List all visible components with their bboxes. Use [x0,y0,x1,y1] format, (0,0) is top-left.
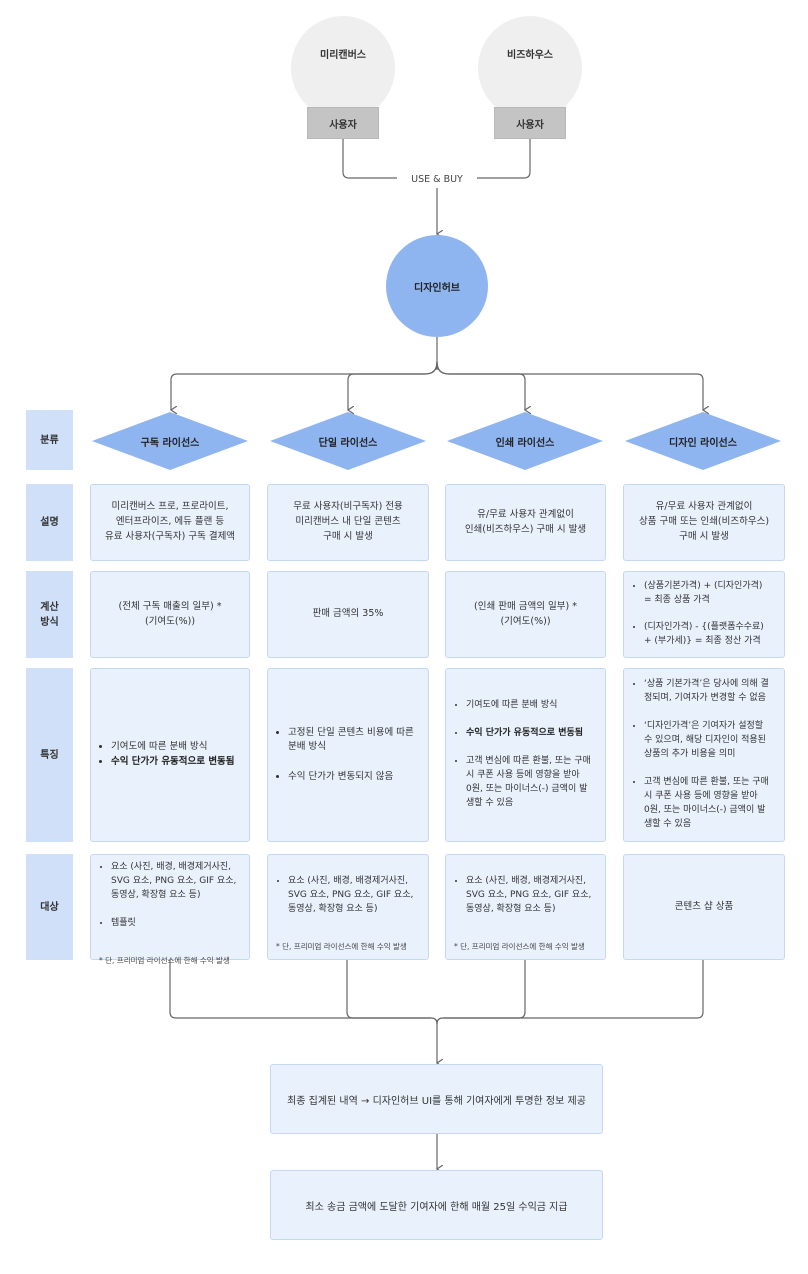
calc-design-item: (상품기본가격) + (디자인가격) = 최종 상품 가격 [644,580,776,608]
diamond-single-license: 단일 라이선스 [270,412,426,470]
feature-item: 수익 단가가 유동적으로 변동됨 [466,727,597,741]
converge-1 [169,960,438,1025]
premium-note: * 단, 프리미엄 라이선스에 한해 수익 발생 [99,955,230,965]
user-circle-bizhows: 비즈하우스 [478,16,582,120]
row-label-target: 대상 [26,854,73,960]
calc-print: (인쇄 판매 금액의 일부) * (기여도(%)) [445,571,606,658]
target-design: 콘텐츠 샵 상품 [623,854,785,960]
user-circle-miricanvas: 미리캔버스 [291,16,395,120]
features-single: 고정된 단일 콘텐츠 비용에 따른 분배 방식 수익 단가가 변동되지 않음 [267,668,429,842]
converge-2 [346,960,431,1019]
feature-item-bold: 수익 단가가 유동적으로 변동됨 [466,728,584,739]
description-design: 유/무료 사용자 관계없이 상품 구매 또는 인쇄(비즈하우스) 구매 시 발생 [623,484,785,561]
user-tag-bizhows: 사용자 [494,107,566,139]
license-name-print: 인쇄 라이선스 [495,437,555,449]
features-print: 기여도에 따른 분배 방식 수익 단가가 유동적으로 변동됨 고객 변심에 따른… [445,668,606,842]
step-transparent-info: 최종 집계된 내역 → 디자인허브 UI를 통해 기여자에게 투명한 정보 제공 [270,1064,603,1134]
target-item: 요소 (사진, 배경, 배경제거사진, SVG 요소, PNG 요소, GIF … [466,875,597,917]
user1-connector [342,139,410,179]
feature-item: 고객 변심에 따른 환불, 또는 구매 시 쿠폰 사용 등에 영향을 받아 0원… [644,776,776,832]
feature-item: 고정된 단일 콘텐츠 비용에 따른 분배 방식 [288,726,420,755]
branch-4 [436,361,703,410]
feature-item: ‘상품 기본가격’은 당사에 의해 결 정되며, 기여자가 변경할 수 없음 [644,678,776,706]
feature-item: 기여도에 따른 분배 방식 [111,740,241,755]
target-single: 요소 (사진, 배경, 배경제거사진, SVG 요소, PNG 요소, GIF … [267,854,429,960]
row-label-calc: 계산 방식 [26,571,73,658]
license-name-subscription: 구독 라이선스 [140,437,200,449]
row-label-category: 분류 [26,410,73,470]
user-name-bizhows: 비즈하우스 [507,49,553,61]
feature-item-bold: 수익 단가가 유동적으로 변동됨 [111,756,235,767]
premium-note: * 단, 프리미엄 라이선스에 한해 수익 발생 [276,942,407,952]
license-name-single: 단일 라이선스 [318,437,378,449]
calc-subscription: (전체 구독 매출의 일부) * (기여도(%)) [90,571,250,658]
diamond-design-license: 디자인 라이선스 [625,412,781,470]
features-design: ‘상품 기본가격’은 당사에 의해 결 정되며, 기여자가 변경할 수 없음 ‘… [623,668,785,842]
diamond-print-license: 인쇄 라이선스 [447,412,603,470]
user2-connector [466,139,531,179]
description-print: 유/무료 사용자 관계없이 인쇄(비즈하우스) 구매 시 발생 [445,484,606,561]
design-hub-node: 디자인허브 [386,235,488,337]
target-print: 요소 (사진, 배경, 배경제거사진, SVG 요소, PNG 요소, GIF … [445,854,606,960]
branch-3 [436,361,525,410]
feature-item: 수익 단가가 변동되지 않음 [288,770,420,785]
converge-3 [443,960,526,1019]
row-label-features: 특징 [26,668,73,842]
calc-single: 판매 금액의 35% [267,571,429,658]
description-subscription: 미리캔버스 프로, 프로라이트, 엔터프라이즈, 에듀 플랜 등 유료 사용자(… [90,484,250,561]
feature-item: 고객 변심에 따른 환불, 또는 구매 시 쿠폰 사용 등에 영향을 받아 0원… [466,755,597,811]
license-name-design: 디자인 라이선스 [669,437,737,449]
user-name-miricanvas: 미리캔버스 [320,49,366,61]
branch-1 [171,361,438,410]
target-item: 템플릿 [111,917,241,931]
feature-item: ‘디자인가격’은 기여자가 설정할 수 있으며, 해당 디자인이 적용된 상품의… [644,720,776,762]
converge-4 [436,960,704,1025]
row-label-description: 설명 [26,484,73,561]
use-and-buy-label: USE & BUY [397,174,477,185]
calc-design: (상품기본가격) + (디자인가격) = 최종 상품 가격 (디자인가격) - … [623,571,785,658]
description-single: 무료 사용자(비구독자) 전용 미리캔버스 내 단일 콘텐츠 구매 시 발생 [267,484,429,561]
calc-design-item: (디자인가격) - {(플랫폼수수료) + (부가세)} = 최종 정산 가격 [644,621,776,649]
target-item: 요소 (사진, 배경, 배경제거사진, SVG 요소, PNG 요소, GIF … [111,861,241,903]
target-item: 요소 (사진, 배경, 배경제거사진, SVG 요소, PNG 요소, GIF … [288,875,420,917]
premium-note: * 단, 프리미엄 라이선스에 한해 수익 발생 [454,942,585,952]
user-tag-miricanvas: 사용자 [307,107,379,139]
feature-item: 기여도에 따른 분배 방식 [466,699,597,713]
step-monthly-payout: 최소 송금 금액에 도달한 기여자에 한해 매월 25일 수익금 지급 [270,1170,603,1240]
branch-2 [348,361,438,410]
target-subscription: 요소 (사진, 배경, 배경제거사진, SVG 요소, PNG 요소, GIF … [90,854,250,965]
features-subscription: 기여도에 따른 분배 방식 수익 단가가 유동적으로 변동됨 [90,668,250,842]
diamond-subscription-license: 구독 라이선스 [92,412,248,470]
feature-item: 수익 단가가 유동적으로 변동됨 [111,755,241,770]
